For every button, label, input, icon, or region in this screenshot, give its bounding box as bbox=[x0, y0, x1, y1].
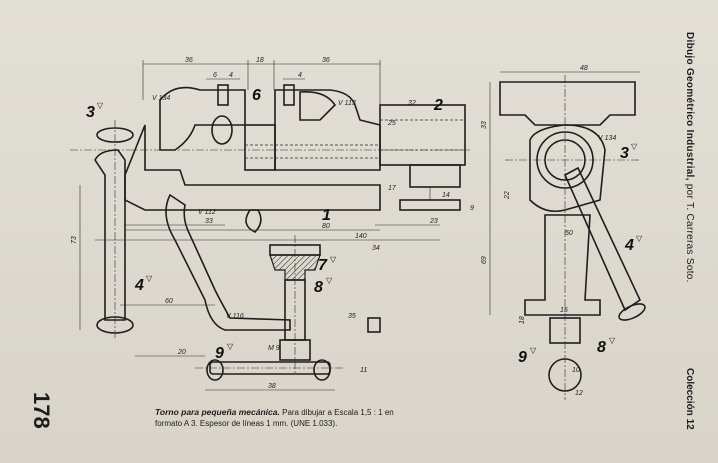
dim-m9: M 9 bbox=[268, 345, 280, 352]
dim-33b: 33 bbox=[481, 121, 488, 129]
dim-v134: V 134 bbox=[152, 95, 170, 102]
dim-73: 73 bbox=[71, 236, 78, 244]
sheet-side-title: Dibujo Geométrico Industrial, por T. Car… bbox=[669, 32, 695, 332]
side-top-jaw bbox=[499, 81, 636, 126]
dim-9: 9 bbox=[470, 205, 474, 212]
part-label-6: 6 bbox=[252, 87, 261, 104]
dim-69: 69 bbox=[481, 256, 488, 264]
dim-36a: 36 bbox=[185, 57, 193, 64]
part-label-4: 4 bbox=[134, 277, 144, 294]
dim-80: 80 bbox=[322, 223, 330, 230]
dim-32: 32 bbox=[408, 100, 416, 107]
part-label-3: 3 bbox=[86, 104, 95, 121]
dim-140: 140 bbox=[355, 233, 367, 240]
dim-18: 18 bbox=[256, 57, 264, 64]
dim-35: 35 bbox=[348, 313, 356, 320]
base-block bbox=[279, 339, 311, 361]
caption-title: Torno para pequeña mecánica. bbox=[155, 407, 280, 417]
part-label-1: 1 bbox=[322, 207, 331, 224]
svg-text:▽: ▽ bbox=[631, 142, 638, 151]
svg-text:▽: ▽ bbox=[330, 255, 337, 264]
svg-text:▽: ▽ bbox=[146, 274, 153, 283]
dim-15: 15 bbox=[560, 307, 568, 314]
caption-line2: formato A 3. Espesor de líneas 1 mm. (UN… bbox=[155, 419, 338, 428]
dim-6: 6 bbox=[213, 72, 217, 79]
dim-12: 12 bbox=[575, 390, 583, 397]
side-column bbox=[524, 214, 601, 316]
dim-34: 34 bbox=[372, 245, 380, 252]
dim-60: 60 bbox=[165, 298, 173, 305]
part-label-3-side: 3 bbox=[620, 145, 629, 162]
dim-v113: V 113 bbox=[338, 100, 356, 107]
svg-text:▽: ▽ bbox=[609, 336, 616, 345]
dim-50: 50 bbox=[565, 230, 573, 237]
caption-line1: Para dibujar a Escala 1,5 : 1 en bbox=[282, 408, 394, 417]
svg-text:▽: ▽ bbox=[326, 276, 333, 285]
svg-text:▽: ▽ bbox=[636, 234, 643, 243]
stamp bbox=[367, 317, 381, 333]
dim-v116: V 116 bbox=[226, 313, 244, 320]
spindle-shaft bbox=[94, 149, 126, 321]
eye-hole bbox=[211, 115, 233, 145]
svg-text:▽: ▽ bbox=[97, 101, 104, 110]
dim-36b: 36 bbox=[322, 57, 330, 64]
dim-20: 20 bbox=[177, 349, 186, 356]
part-label-7: 7 bbox=[318, 257, 328, 274]
side-title-main: Dibujo Geométrico Industrial, bbox=[684, 32, 695, 181]
pin-left bbox=[217, 84, 229, 106]
svg-text:▽: ▽ bbox=[227, 342, 234, 351]
dim-4a: 4 bbox=[229, 72, 233, 79]
dim-48: 48 bbox=[580, 65, 588, 72]
dim-25: 25 bbox=[387, 120, 396, 127]
svg-text:▽: ▽ bbox=[530, 346, 537, 355]
drawing-caption: Torno para pequeña mecánica. Para dibuja… bbox=[155, 407, 485, 429]
part-label-4-side: 4 bbox=[624, 237, 634, 254]
dim-18b: 18 bbox=[519, 316, 526, 324]
collection-label: Colección 12 bbox=[684, 368, 695, 430]
part-label-2: 2 bbox=[433, 97, 443, 114]
vise-body bbox=[124, 124, 381, 211]
side-title-author: por T. Carreras Soto. bbox=[684, 183, 695, 283]
dim-v112: V 112 bbox=[198, 209, 216, 216]
dim-22: 22 bbox=[504, 191, 511, 200]
slide-bar bbox=[379, 104, 466, 166]
dim-33: 33 bbox=[205, 218, 213, 225]
part-label-9: 9 bbox=[215, 345, 224, 362]
lower-frame bbox=[165, 193, 291, 331]
left-jaw bbox=[159, 86, 246, 151]
page-number: 178 bbox=[29, 392, 54, 429]
dim-10: 10 bbox=[572, 367, 580, 374]
part-label-8: 8 bbox=[314, 279, 323, 296]
dim-23: 23 bbox=[429, 218, 438, 225]
side-lever bbox=[563, 166, 642, 312]
dim-v134b: V 134 bbox=[598, 135, 616, 142]
pin-right bbox=[283, 84, 295, 106]
part-label-9-side: 9 bbox=[518, 349, 527, 366]
dim-11: 11 bbox=[360, 367, 367, 374]
dim-4b: 4 bbox=[298, 72, 302, 79]
dim-17: 17 bbox=[388, 185, 397, 192]
dim-38: 38 bbox=[268, 383, 276, 390]
dim-14: 14 bbox=[442, 192, 450, 199]
part-label-8-side: 8 bbox=[597, 339, 606, 356]
jaw-lever bbox=[299, 90, 337, 121]
